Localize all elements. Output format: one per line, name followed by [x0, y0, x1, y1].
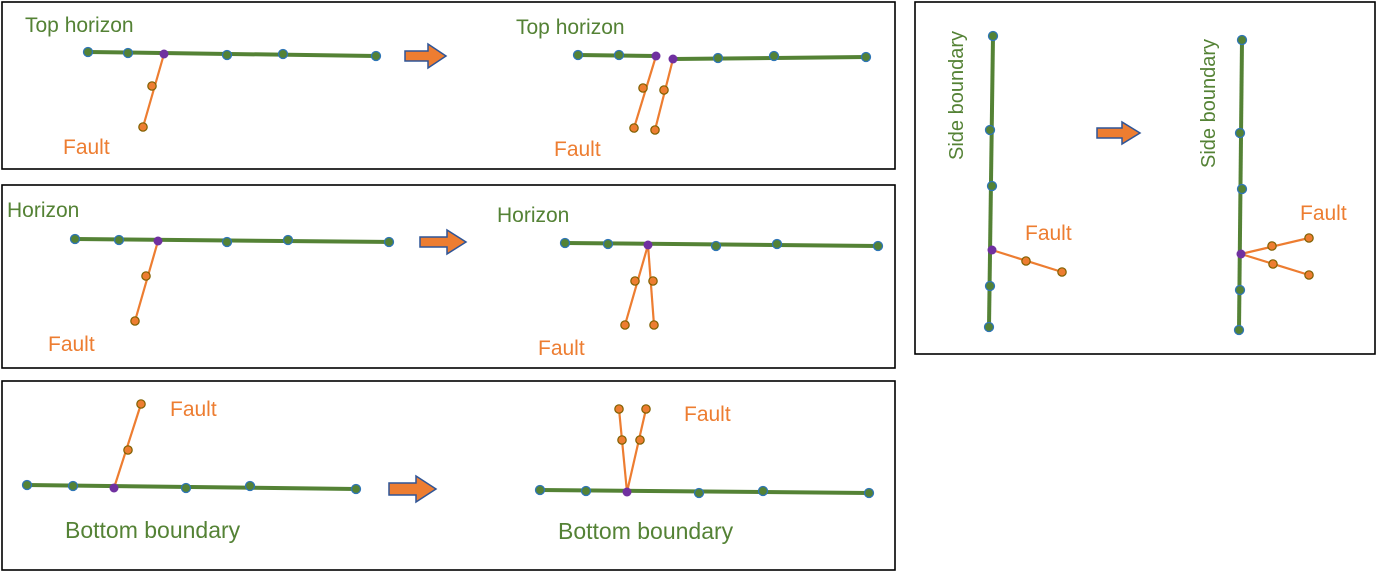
horizon-before-fault-label: Fault	[48, 333, 95, 356]
bottom-boundary-after-boundary-line	[539, 488, 870, 495]
top-horizon-after-horizon-nodes	[572, 49, 872, 64]
bottom-boundary-after-fault-right-line	[625, 408, 648, 493]
right-arrow-icon	[388, 474, 438, 504]
side-boundary-before-fault-label: Fault	[1025, 222, 1072, 245]
horizon-before-fault-line	[133, 240, 160, 322]
horizon-after-intersection-node	[643, 240, 653, 250]
top-horizon-before-fault-label: Fault	[63, 136, 110, 159]
top-horizon-after-fault-label: Fault	[554, 138, 601, 161]
panel-bottom-boundary: Fault Bottom boundary Fault Bottom bound…	[1, 380, 896, 571]
horizon-after-fault-label: Fault	[538, 337, 585, 360]
top-horizon-before-fault-nodes	[138, 81, 157, 132]
side-boundary-before-label: Side boundary	[946, 31, 968, 160]
top-horizon-after-label: Top horizon	[516, 16, 625, 39]
right-arrow-icon	[419, 228, 468, 256]
side-boundary-before-intersection-node	[987, 245, 997, 255]
horizon-before-fault-nodes	[130, 271, 151, 326]
bottom-boundary-before-boundary-nodes	[21, 479, 362, 495]
top-horizon-after-intersection-node-left	[651, 51, 661, 61]
top-horizon-after-intersection-node-right	[668, 54, 678, 64]
side-boundary-before-boundary-nodes	[983, 30, 999, 333]
side-boundary-after-intersection-node	[1236, 249, 1246, 259]
horizon-before-horizon-line	[74, 237, 390, 244]
panel-side-boundary: Side boundary Fault Side boundary	[914, 1, 1376, 355]
panel-bottom-boundary-border	[1, 380, 896, 571]
bottom-boundary-before-fault-label: Fault	[170, 398, 217, 421]
side-boundary-before-fault-nodes	[1021, 256, 1067, 277]
bottom-boundary-after-fault-nodes	[614, 404, 651, 445]
right-arrow-icon	[404, 42, 448, 70]
horizon-after-fault-nodes	[620, 276, 659, 330]
bottom-boundary-after-boundary-nodes	[534, 484, 875, 499]
bottom-boundary-before-boundary-line	[26, 483, 357, 491]
panel-top-horizon: Top horizon Fault Top horizon	[1, 1, 896, 170]
side-boundary-after-boundary-nodes	[1233, 34, 1248, 336]
side-boundary-after-fault-nodes	[1267, 233, 1314, 280]
horizon-after-horizon-line	[564, 241, 879, 248]
horizon-after-horizon-nodes	[559, 237, 884, 252]
panel-top-horizon-border	[1, 1, 896, 170]
bottom-boundary-before-label: Bottom boundary	[65, 517, 241, 543]
top-horizon-before-label: Top horizon	[25, 14, 134, 37]
bottom-boundary-after-label: Bottom boundary	[558, 518, 734, 544]
horizon-before-label: Horizon	[7, 199, 79, 222]
top-horizon-after-fault-nodes	[629, 83, 669, 135]
bottom-boundary-after-intersection-node	[622, 487, 632, 497]
bottom-boundary-after-fault-label: Fault	[684, 403, 731, 426]
horizon-before-intersection-node	[153, 236, 163, 246]
bottom-boundary-before-intersection-node	[109, 483, 119, 493]
right-arrow-icon	[1096, 120, 1142, 146]
bottom-boundary-after-fault-left-line	[617, 408, 629, 493]
panel-side-boundary-border	[914, 1, 1376, 355]
horizon-before-horizon-nodes	[69, 233, 395, 248]
side-boundary-after-fault-label: Fault	[1300, 202, 1347, 225]
side-boundary-after-label: Side boundary	[1198, 39, 1220, 168]
bottom-boundary-before-fault-nodes	[123, 399, 146, 455]
panel-horizon-border	[1, 184, 896, 369]
top-horizon-before-intersection-node	[159, 49, 169, 59]
top-horizon-before-horizon-nodes	[82, 46, 382, 62]
horizon-after-label: Horizon	[497, 204, 569, 227]
panel-horizon: Horizon Fault Horizon	[1, 184, 896, 369]
